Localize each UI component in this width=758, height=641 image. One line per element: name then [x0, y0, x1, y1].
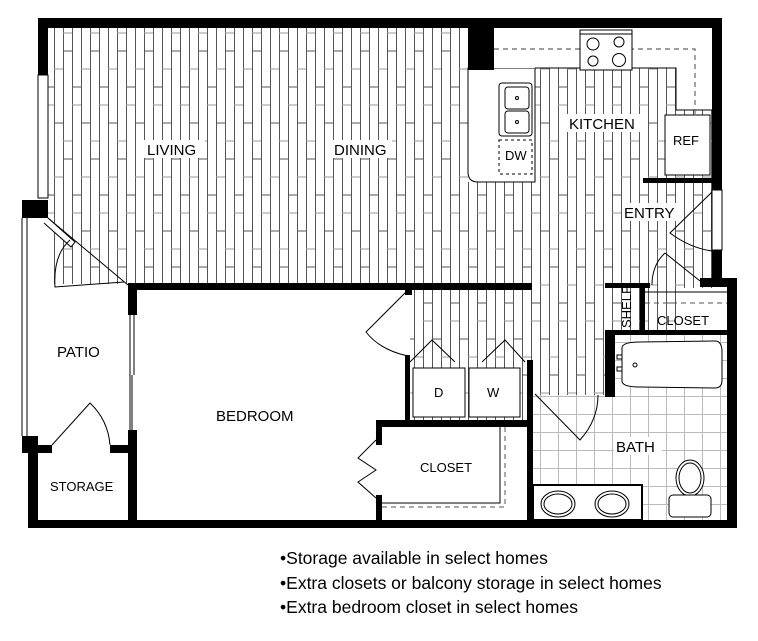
patio-railing [21, 218, 28, 436]
walls [22, 18, 737, 528]
closet-rod [382, 427, 506, 508]
washer [468, 367, 521, 418]
label-ref: REF [673, 133, 699, 148]
entry-door[interactable] [651, 191, 713, 286]
laundry-doors[interactable] [409, 339, 526, 363]
room-label-bedroom: BEDROOM [216, 408, 294, 425]
sliding-glass-door [129, 315, 135, 430]
room-label-bath: BATH [616, 439, 655, 456]
toilet-icon [668, 459, 712, 518]
sink-icon [540, 490, 630, 518]
room-label-kitchen: KITCHEN [569, 116, 635, 133]
closet-bifold-doors[interactable] [357, 439, 377, 499]
room-label-living: LIVING [147, 142, 196, 159]
window [711, 189, 723, 251]
room-label-bedroom-closet: CLOSET [420, 460, 472, 475]
availability-notes: Storage available in select homes Extra … [280, 546, 662, 620]
note-item: Storage available in select homes [280, 546, 662, 571]
dishwasher [498, 139, 533, 175]
room-label-entry: ENTRY [624, 205, 675, 222]
label-washer: W [487, 385, 500, 400]
refrigerator [664, 114, 711, 176]
label-shelf: SHELF [619, 286, 634, 328]
note-item: Extra bedroom closet in select homes [280, 595, 662, 620]
storage-door[interactable] [51, 402, 111, 446]
label-dw: DW [505, 148, 527, 163]
bathtub-icon [616, 340, 723, 389]
room-label-storage: STORAGE [50, 479, 114, 494]
sink-icon [498, 82, 533, 137]
room-label-dining: DINING [334, 142, 387, 159]
note-item: Extra closets or balcony storage in sele… [280, 571, 661, 596]
patio-door[interactable] [43, 217, 129, 288]
label-dryer: D [434, 385, 443, 400]
bedroom-door[interactable] [365, 289, 409, 357]
room-label-entry-closet: CLOSET [657, 313, 709, 328]
dryer [412, 367, 466, 418]
window [37, 74, 49, 199]
room-label-patio: PATIO [57, 344, 100, 361]
bath-door[interactable] [534, 393, 599, 441]
cooktop-icon [579, 29, 633, 71]
